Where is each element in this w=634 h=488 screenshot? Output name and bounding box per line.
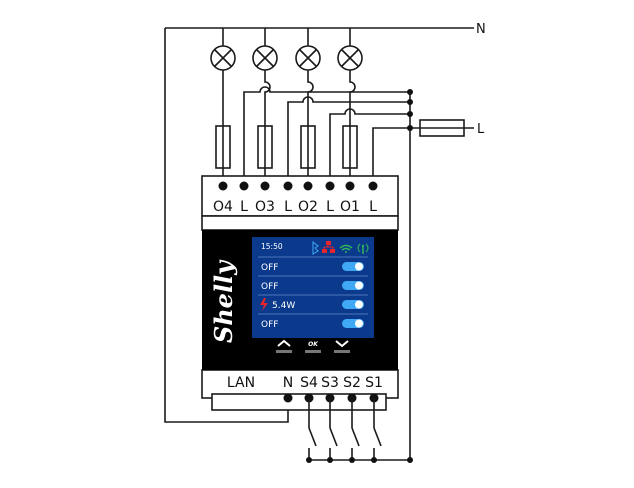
output-status: OFF (261, 282, 278, 292)
terminal-label: L (240, 199, 248, 215)
lamp-o1 (337, 45, 363, 71)
output-row-2[interactable]: OFF (261, 281, 364, 292)
chevron-up-icon (277, 339, 291, 347)
lamp-o2 (295, 45, 321, 71)
output-status: OFF (261, 320, 278, 330)
neutral-label: N (476, 22, 486, 37)
up-button[interactable] (276, 339, 292, 353)
terminal-label: S4 (300, 375, 318, 391)
brand-logo: Shelly (209, 259, 238, 343)
chevron-down-icon (335, 340, 349, 348)
network-icon (322, 241, 335, 253)
terminal-label: N (283, 375, 293, 391)
terminal-label: O2 (298, 199, 318, 215)
lan-port-label: LAN (227, 375, 255, 391)
clock-text: 15:50 (261, 242, 283, 251)
lamp-o4 (210, 45, 236, 71)
ok-label: OK (308, 341, 319, 348)
wifi-icon (339, 244, 353, 253)
down-button[interactable] (334, 340, 350, 353)
antenna-icon (357, 243, 369, 254)
bluetooth-icon (312, 240, 319, 255)
lamp-o3 (252, 45, 278, 71)
terminal-label: O3 (255, 199, 275, 215)
ok-button[interactable]: OK (305, 341, 321, 353)
output-terminal-block: O4 L O3 L O2 L O1 L (213, 181, 378, 215)
output-status: OFF (261, 263, 278, 273)
output-row-3[interactable]: 5.4W (260, 298, 364, 311)
terminal-label: S1 (365, 375, 383, 391)
input-switches (306, 398, 413, 463)
output-power: 5.4W (272, 301, 295, 311)
output-row-4[interactable]: OFF (261, 319, 364, 330)
output-row-1[interactable]: OFF (261, 262, 364, 273)
terminal-label: L (369, 199, 377, 215)
live-label: L (477, 122, 485, 137)
display-screen: 15:50 OFF OFF (252, 237, 374, 338)
terminal-label: L (326, 199, 334, 215)
power-icon (260, 298, 268, 311)
live-line: L (243, 86, 485, 460)
terminal-label: O4 (213, 199, 233, 215)
terminal-label: S3 (321, 375, 339, 391)
terminal-label: O1 (340, 199, 360, 215)
device-body (201, 175, 399, 411)
terminal-label: S2 (343, 375, 361, 391)
terminal-label: L (284, 199, 292, 215)
